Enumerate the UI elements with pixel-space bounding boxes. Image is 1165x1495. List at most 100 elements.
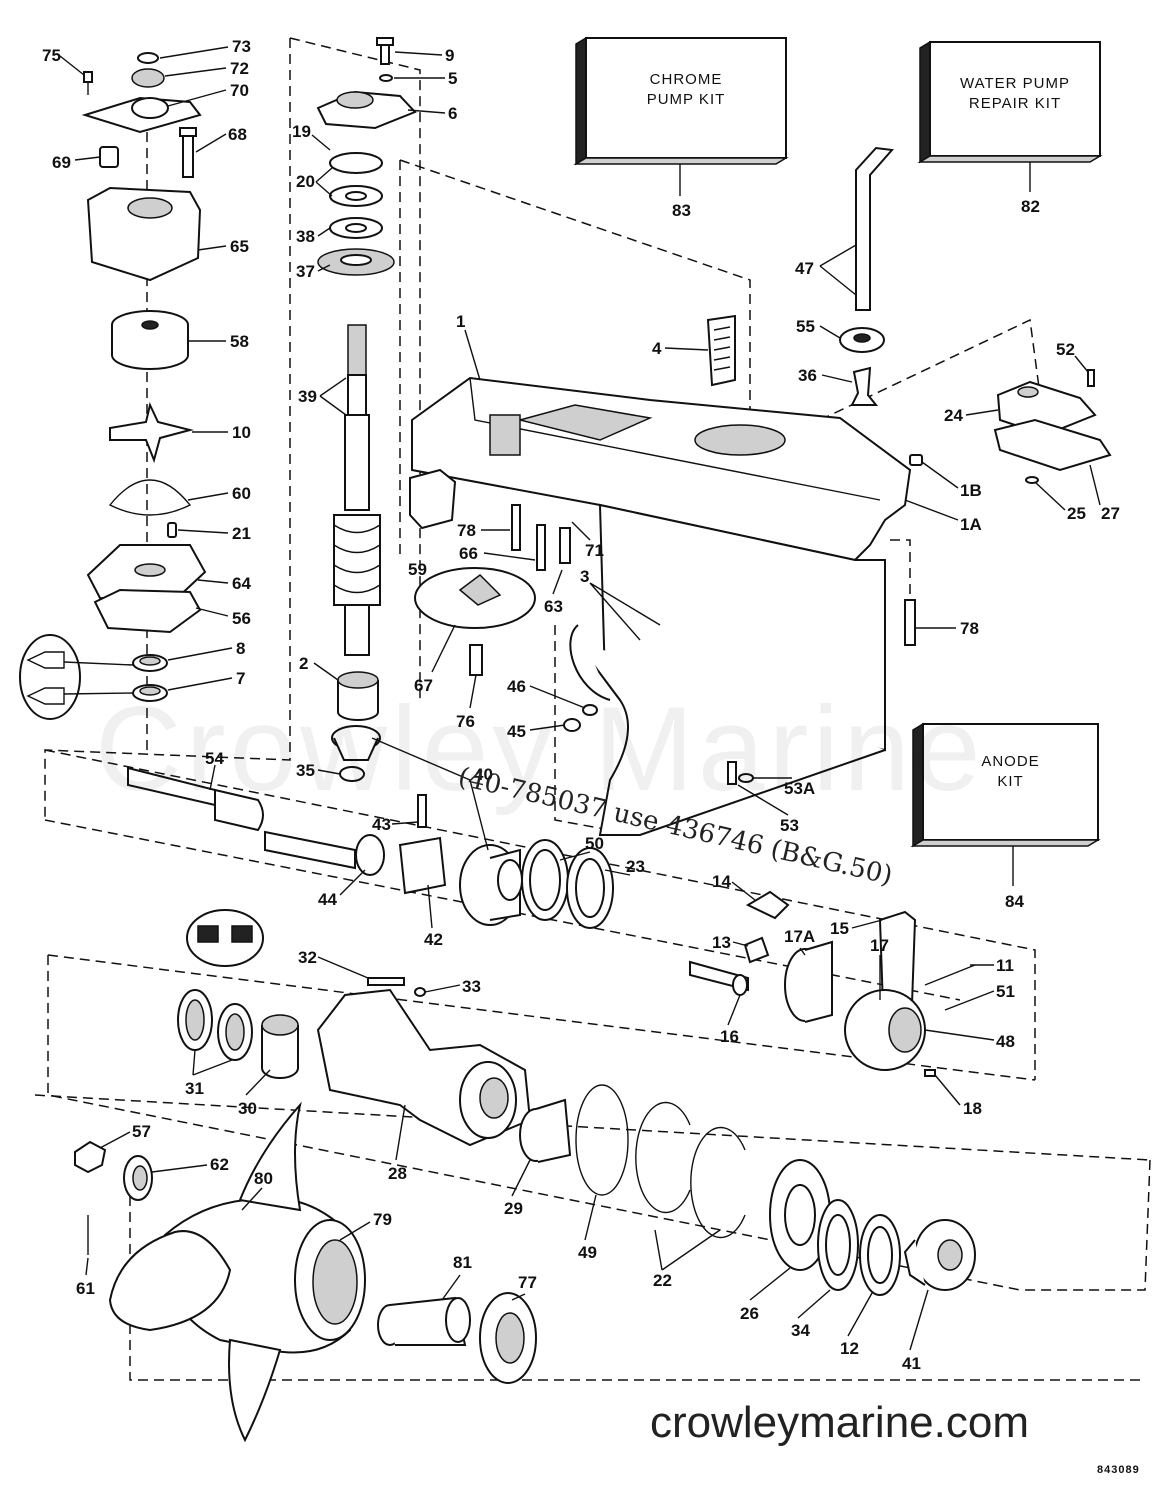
part-callout: 60 [232,484,251,503]
bearing-housing-parts [177,909,976,1296]
propeller-shaft-parts [127,766,614,929]
part-callout: 4 [652,339,662,358]
water-tube-parts [839,146,1112,484]
part-callout: 31 [185,1079,204,1098]
part-callout: 55 [796,317,815,336]
part-callout: 35 [296,761,315,780]
part-callout: 75 [42,46,61,65]
part-callout: 1A [960,515,982,534]
part-callout: 16 [720,1027,739,1046]
part-callout: 1B [960,481,982,500]
part-callout: 81 [453,1253,472,1272]
part-callout: 82 [1021,197,1040,216]
part-callout: 43 [372,815,391,834]
part-callout: 79 [373,1210,392,1229]
kit-label-chrome-pump: CHROME PUMP KIT [646,71,726,109]
part-callout: 41 [902,1354,921,1373]
kit-box-anode [910,722,1101,886]
part-callout: 25 [1067,504,1086,523]
part-callout: 2 [299,654,309,673]
part-callout: 68 [228,125,247,144]
part-callout: 59 [408,560,427,579]
gearcase-housing [409,314,916,836]
part-callout: 8 [236,639,246,658]
part-callout: 38 [296,227,315,246]
part-callout: 18 [963,1099,982,1118]
part-callout: 77 [518,1273,537,1292]
part-callout: 23 [626,857,645,876]
watermark: Crowley Marine [95,682,985,816]
part-callout: 7 [236,669,246,688]
part-callout: 19 [292,122,311,141]
figure-number: 843089 [1097,1464,1140,1476]
part-callout: 5 [448,69,458,88]
part-callout: 14 [712,872,731,891]
part-callout: 65 [230,237,249,256]
part-callout: 52 [1056,340,1075,359]
kit-box-water-pump [917,40,1103,192]
part-callout: 9 [445,46,455,65]
part-callout: 63 [544,597,563,616]
part-callout: 15 [830,919,849,938]
leader-lines [59,46,1101,1351]
part-callout: 17 [870,936,889,955]
part-callout: 54 [205,749,224,768]
part-callout: 62 [210,1155,229,1174]
part-callout: 22 [653,1271,672,1290]
part-callout: 28 [388,1164,407,1183]
part-callout: 33 [462,977,481,996]
part-callout: 45 [507,722,526,741]
part-callout: 27 [1101,504,1120,523]
part-callout: 39 [298,387,317,406]
propeller-parts [74,1101,537,1443]
part-callout: 46 [507,677,526,696]
part-callout: 49 [578,1243,597,1262]
part-callout: 42 [424,930,443,949]
part-callout: 78 [457,521,476,540]
part-callout: 34 [791,1321,810,1340]
part-callout: 73 [232,37,251,56]
part-callout: 26 [740,1304,759,1323]
part-callout: 50 [585,834,604,853]
part-callout: 30 [238,1099,257,1118]
part-callout: 53A [784,779,816,798]
part-callout: 29 [504,1199,523,1218]
part-callout: 76 [456,712,475,731]
part-callout: 61 [76,1279,95,1298]
shift-linkage-parts [689,890,976,1077]
part-callout: 17A [784,927,816,946]
part-callout: 21 [232,524,251,543]
website-footer: crowleymarine.com [650,1398,1029,1447]
part-callout: 72 [230,59,249,78]
part-callout: 51 [996,982,1015,1001]
water-pump-parts [19,52,207,720]
part-callout: 53 [780,816,799,835]
part-callout: 83 [672,201,691,220]
part-callout: 66 [459,544,478,563]
part-callout: 13 [712,933,731,952]
part-callout: 3 [580,567,590,586]
part-callout: 69 [52,153,71,172]
part-callout: 6 [448,104,458,123]
part-callout: 36 [798,366,817,385]
kit-label-anode: ANODE KIT [981,753,1040,791]
part-callout: 57 [132,1122,151,1141]
part-callout: 47 [795,259,814,278]
part-callout: 58 [230,332,249,351]
part-callout: 70 [230,81,249,100]
part-callout: 80 [254,1169,273,1188]
part-callout: 71 [585,541,604,560]
part-callout: 64 [232,574,251,593]
kit-label-water-pump-repair: WATER PUMP REPAIR KIT [960,75,1070,113]
part-callout: 11 [996,956,1014,975]
drive-shaft-parts [316,37,417,782]
part-callout: 20 [296,172,315,191]
part-callout: 24 [944,406,963,425]
part-callout: 56 [232,609,251,628]
part-callout: 84 [1005,892,1024,911]
part-callout: 40 [474,765,493,784]
part-callout: 78 [960,619,979,638]
part-callout: 32 [298,948,317,967]
part-callout: 67 [414,676,433,695]
